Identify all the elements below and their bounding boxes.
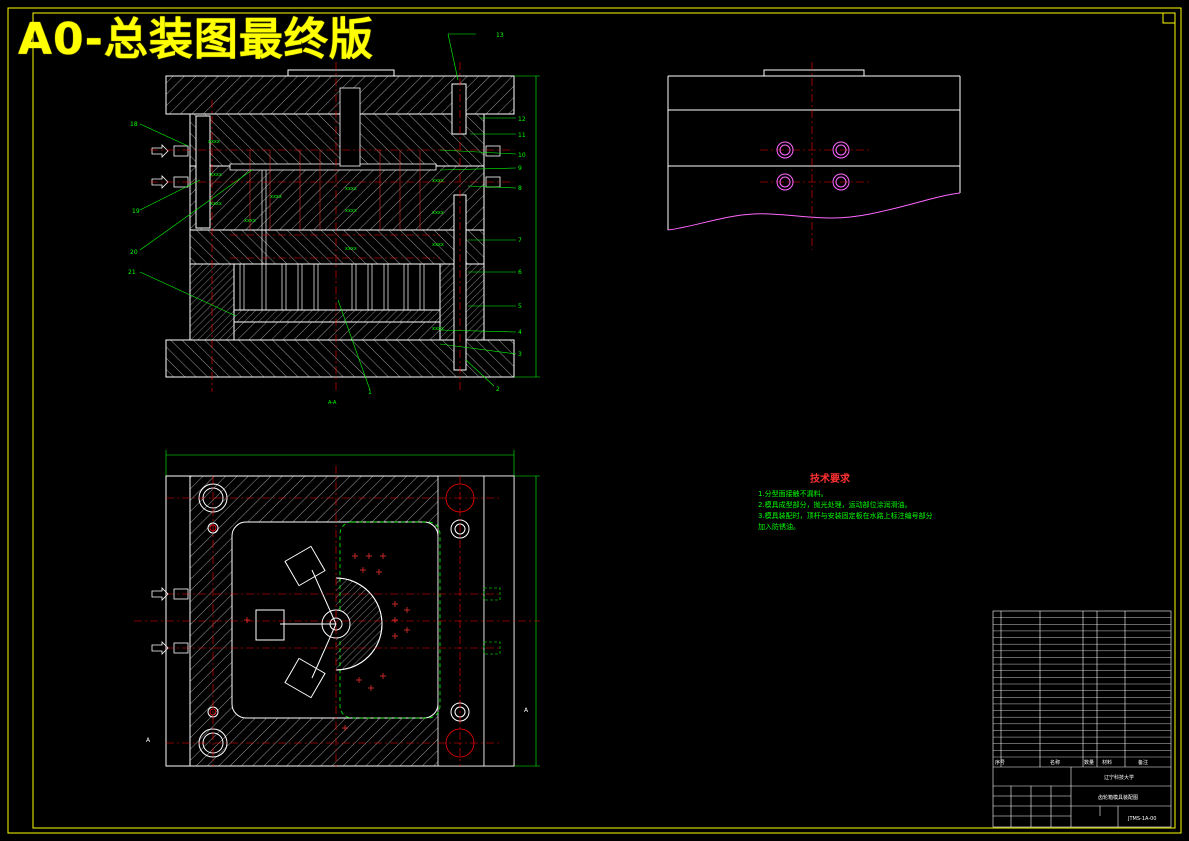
bom-rows xyxy=(993,617,1171,758)
bom-header-material: 材料 xyxy=(1102,759,1112,766)
part-no-5: 5 xyxy=(518,303,522,310)
section-view: xxxx xxxx xxxx xxxx xxxx xxxx xxxx xxxx … xyxy=(139,33,540,392)
svg-text:xxxx: xxxx xyxy=(244,218,256,224)
svg-text:xxxx: xxxx xyxy=(210,201,222,207)
svg-text:xxxx: xxxx xyxy=(432,326,444,332)
svg-text:xxxx: xxxx xyxy=(345,208,357,214)
tech-requirement-line: 1.分型面接触不漏料。 xyxy=(758,490,828,498)
svg-text:xxxx: xxxx xyxy=(210,172,222,178)
part-no-4: 4 xyxy=(518,329,522,336)
svg-text:xxxx: xxxx xyxy=(345,246,357,252)
title-block xyxy=(993,766,1171,827)
part-no-21: 21 xyxy=(128,269,136,276)
svg-text:xxxx: xxxx xyxy=(345,186,357,192)
part-no-3: 3 xyxy=(518,351,522,358)
part-no-7: 7 xyxy=(518,237,522,244)
part-no-1: 1 xyxy=(368,389,372,396)
tech-requirement-line: 3.模具装配时，顶杆与安装固定板在水路上标注编号部分 xyxy=(758,512,933,520)
part-no-12: 12 xyxy=(518,116,526,123)
svg-text:A: A xyxy=(146,737,151,744)
bom-header-name: 名称 xyxy=(1050,759,1060,766)
part-no-10: 10 xyxy=(518,152,526,159)
svg-text:xxxx: xxxx xyxy=(208,139,220,145)
part-no-20: 20 xyxy=(130,249,138,256)
tech-requirement-line: 加入防锈油。 xyxy=(758,523,800,531)
bom-header-no: 序号 xyxy=(995,759,1005,766)
frame-corner xyxy=(1162,12,1176,24)
part-no-6: 6 xyxy=(518,269,522,276)
part-no-11: 11 xyxy=(518,132,526,139)
part-no-9: 9 xyxy=(518,165,522,172)
svg-text:xxxx: xxxx xyxy=(270,194,282,200)
title-block-school: 辽宁科技大学 xyxy=(1104,774,1134,781)
title-block-drawing-no: JTMS-1A-00 xyxy=(1127,816,1156,822)
part-no-18: 18 xyxy=(130,121,138,128)
tech-requirement-line: 2.模具成型部分，抛光处理，运动部位涂润滑油。 xyxy=(758,501,912,509)
part-no-13: 13 xyxy=(496,32,504,39)
outer-frame xyxy=(7,7,1182,834)
part-no-8: 8 xyxy=(518,185,522,192)
drawing-title: A0-总装图最终版 xyxy=(18,14,374,65)
title-block-drawing-name: 齿轮箱模具装配图 xyxy=(1098,794,1138,801)
part-no-2: 2 xyxy=(496,386,500,393)
bom-header-qty: 数量 xyxy=(1084,759,1094,766)
bom-table xyxy=(992,610,1172,828)
side-view xyxy=(667,62,961,250)
bom-header-remark: 备注 xyxy=(1138,759,1148,766)
part-no-19: 19 xyxy=(132,208,140,215)
svg-text:A: A xyxy=(524,707,529,714)
inner-frame xyxy=(32,12,1176,829)
svg-text:xxxx: xxxx xyxy=(432,210,444,216)
plan-view: A A xyxy=(134,450,540,770)
section-label: A-A xyxy=(328,400,337,406)
tech-requirements-heading: 技术要求 xyxy=(810,474,850,485)
svg-text:xxxx: xxxx xyxy=(432,242,444,248)
svg-text:xxxx: xxxx xyxy=(432,178,444,184)
